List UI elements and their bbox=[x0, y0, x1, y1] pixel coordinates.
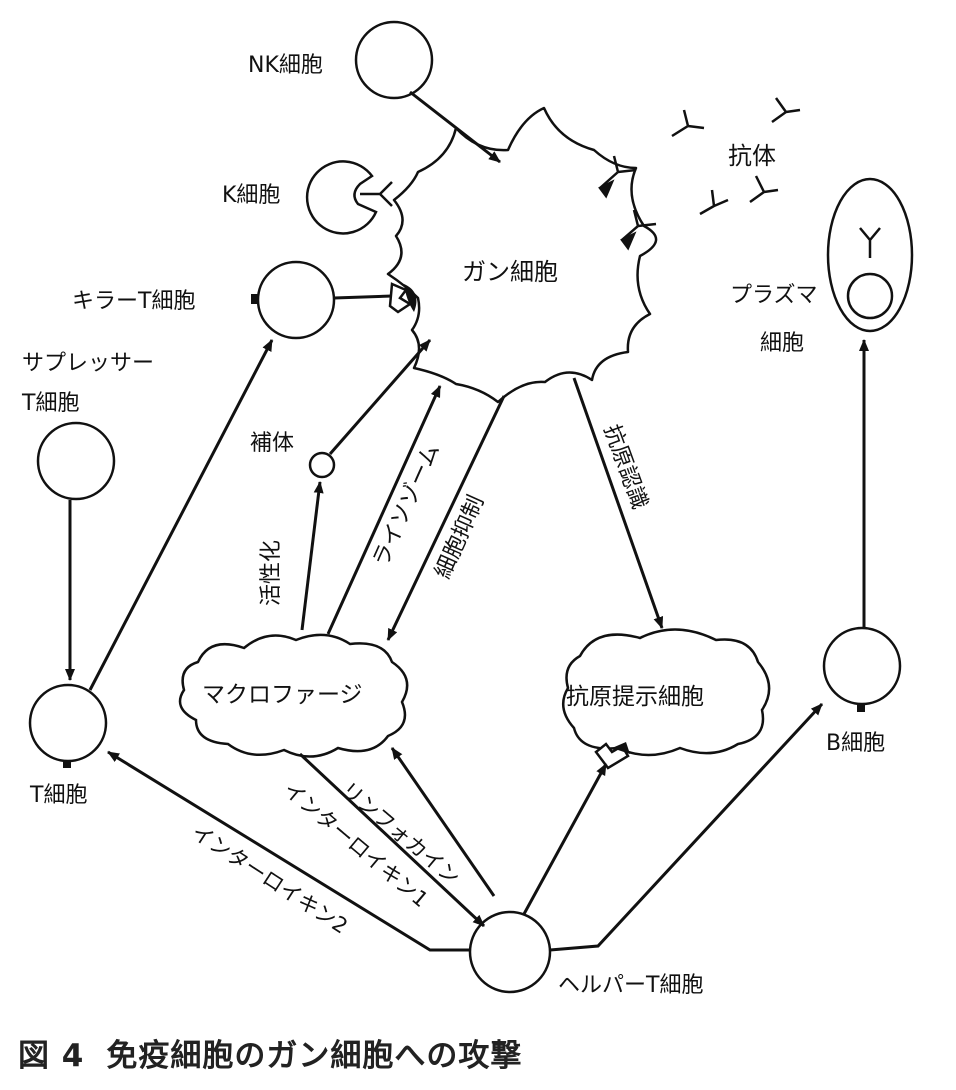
t-cell bbox=[28, 683, 108, 763]
cancer-cell bbox=[386, 106, 658, 404]
figure-caption: 図 4 免疫細胞のガン細胞への攻撃 bbox=[18, 1030, 522, 1075]
interleukin2-label: インターロイキン2 bbox=[187, 820, 352, 939]
k-cell-antibody bbox=[360, 181, 393, 207]
k-cell-label: K細胞 bbox=[222, 183, 280, 208]
killer-t-cell-label: キラーT細胞 bbox=[72, 289, 195, 314]
suppressor-t-label-line2: T細胞 bbox=[21, 391, 79, 416]
macrophage bbox=[178, 633, 409, 758]
nk-cell bbox=[354, 20, 434, 100]
figure-caption-text: 免疫細胞のガン細胞への攻撃 bbox=[106, 1038, 523, 1074]
k-cell bbox=[305, 160, 378, 235]
activation-label: 活性化 bbox=[259, 540, 284, 606]
antibody-label: 抗体 bbox=[728, 142, 776, 170]
suppressor-t-cell bbox=[36, 421, 116, 501]
free-antibodies bbox=[671, 97, 801, 216]
suppressor-t-label-line1: サプレッサー bbox=[22, 351, 154, 376]
antigen-presenting-cell-label: 抗原提示細胞 bbox=[566, 684, 704, 710]
complement bbox=[308, 451, 336, 479]
complement-label: 補体 bbox=[250, 431, 294, 456]
antigen-presenting-cell bbox=[561, 628, 771, 757]
helper-t-cell bbox=[468, 910, 552, 994]
cancer-cell-label: ガン細胞 bbox=[462, 258, 558, 286]
plasma-cell-label-line1: プラズマ bbox=[730, 283, 818, 308]
killer-t-cell bbox=[256, 260, 336, 340]
plasma-cell-label-line2: 細胞 bbox=[760, 331, 804, 356]
cell-inhibition-label: 細胞抑制 bbox=[431, 492, 490, 583]
helper-t-cell-label: ヘルパーT細胞 bbox=[558, 973, 703, 998]
macrophage-label: マクロファージ bbox=[202, 682, 363, 708]
b-cell-label: B細胞 bbox=[826, 731, 885, 756]
surface-antibodies bbox=[598, 155, 657, 251]
b-cell bbox=[822, 626, 902, 706]
t-cell-label: T細胞 bbox=[29, 783, 87, 808]
figure-number: 図 4 bbox=[18, 1038, 85, 1074]
nk-cell-label: NK細胞 bbox=[248, 53, 323, 78]
